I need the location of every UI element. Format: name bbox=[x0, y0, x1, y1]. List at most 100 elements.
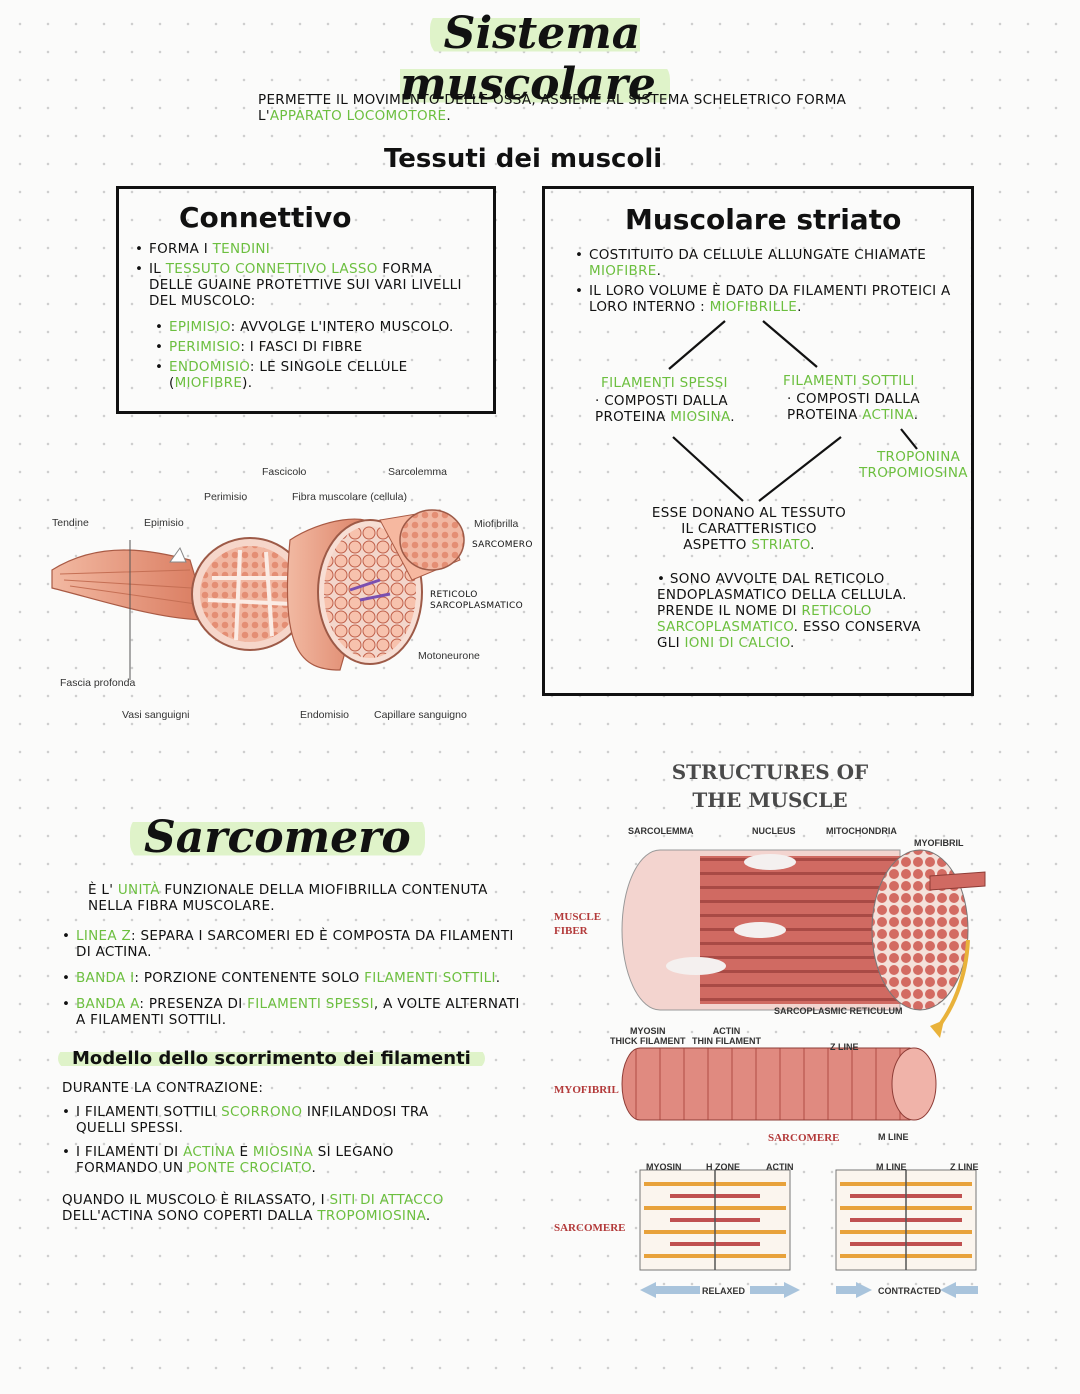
tropomiosina: TROPOMIOSINA bbox=[859, 465, 968, 481]
text: . bbox=[797, 299, 802, 315]
calcio-hl: IONI DI CALCIO bbox=[684, 635, 790, 651]
connettivo-item: FORMA I TENDINI bbox=[135, 241, 475, 257]
label-contracted: CONTRACTED bbox=[878, 1286, 941, 1296]
tropomiosina-hl: TROPOMIOSINA bbox=[317, 1208, 426, 1224]
label-muscle: MUSCLE bbox=[554, 911, 602, 923]
text: . bbox=[810, 537, 815, 553]
text: ACTIN bbox=[712, 1026, 741, 1036]
perimisio-hl: PERIMISIO bbox=[169, 339, 241, 355]
reticolo-hl: RETICOLO SARCOPLASMATICO bbox=[657, 603, 872, 635]
text: . bbox=[790, 635, 795, 651]
label-reticolo-hand: RETICOLO SARCOPLASMATICO bbox=[430, 590, 523, 611]
striato-list: COSTITUITO DA CELLULE ALLUNGATE CHIAMATE… bbox=[575, 247, 955, 319]
sarcomero-item: LINEA Z: SEPARA I SARCOMERI ED È COMPOST… bbox=[62, 928, 524, 960]
label-myosin: MYOSIN bbox=[646, 1162, 682, 1172]
connettivo-item: IL TESSUTO CONNETTIVO LASSO FORMA DELLE … bbox=[135, 261, 475, 309]
label-sarcomere-side: SARCOMERE bbox=[554, 1222, 626, 1234]
label-myofibril-side: MYOFIBRIL bbox=[554, 1084, 619, 1096]
text: ). bbox=[242, 375, 253, 391]
text: ESSE DONANO AL TESSUTO IL CARATTERISTICO… bbox=[651, 505, 847, 553]
tessuti-heading: Tessuti dei muscoli bbox=[384, 144, 663, 174]
banda-i-hl: BANDA I bbox=[76, 970, 135, 986]
label-mitochondria: MITOCHONDRIA bbox=[826, 826, 897, 836]
label-epimisio: Epimisio bbox=[144, 517, 184, 529]
siti-hl: SITI DI ATTACCO bbox=[329, 1192, 444, 1208]
label-perimisio: Perimisio bbox=[204, 491, 248, 503]
durante-text: DURANTE LA CONTRAZIONE: bbox=[62, 1080, 264, 1096]
miofibre-hl: MIOFIBRE bbox=[174, 375, 243, 391]
actina-hl: ACTINA bbox=[183, 1144, 235, 1160]
text: : PRESENZA DI bbox=[139, 996, 248, 1012]
text: . bbox=[656, 263, 662, 279]
label-endomisio: Endomisio bbox=[300, 709, 350, 721]
banda-a-hl: BANDA A bbox=[76, 996, 140, 1012]
text: . bbox=[495, 970, 501, 986]
sarcomero-list: LINEA Z: SEPARA I SARCOMERI ED È COMPOST… bbox=[62, 928, 524, 1032]
label-actin-thin: ACTIN THIN FILAMENT bbox=[692, 1026, 761, 1046]
structures-title: STRUCTURES OF THE MUSCLE bbox=[650, 758, 890, 814]
text: È L' bbox=[88, 882, 118, 898]
connettivo-box: Connettivo FORMA I TENDINI IL TESSUTO CO… bbox=[116, 186, 496, 414]
text: . ESSO CONSERVA GLI bbox=[657, 619, 921, 651]
sarcomero-title-wrap: Sarcomero bbox=[130, 812, 425, 863]
text: COMPOSTI DALLA PROTEINA bbox=[595, 393, 728, 425]
text: . bbox=[730, 409, 735, 425]
label-myofibril-top: MYOFIBRIL bbox=[914, 838, 964, 848]
miofibrille-hl: MIOFIBRILLE bbox=[709, 299, 798, 315]
text: . bbox=[913, 407, 919, 423]
modello-item: I FILAMENTI SOTTILI SCORRONO INFILANDOSI… bbox=[62, 1104, 462, 1136]
text: THICK FILAMENT bbox=[610, 1036, 686, 1046]
text: THIN FILAMENT bbox=[692, 1036, 761, 1046]
intro-highlight: APPARATO LOCOMOTORE bbox=[269, 108, 447, 124]
striato-hl: STRIATO bbox=[751, 537, 811, 553]
sarcomero-item: BANDA I: PORZIONE CONTENENTE SOLO FILAME… bbox=[62, 970, 524, 986]
sono-text: • SONO AVVOLTE DAL RETICOLO ENDOPLASMATI… bbox=[657, 571, 921, 651]
page-title-wrap: Sistema muscolare bbox=[325, 8, 745, 110]
label-sarcomero-hand: SARCOMERO bbox=[472, 540, 533, 550]
text: I FILAMENTI DI bbox=[76, 1144, 184, 1160]
intro-text: PERMETTE IL MOVIMENTO DELLE OSSA, ASSIEM… bbox=[258, 92, 858, 124]
intro-pre: PERMETTE IL MOVIMENTO DELLE OSSA, ASSIEM… bbox=[258, 92, 847, 124]
text: SONO AVVOLTE DAL RETICOLO ENDOPLASMATICO… bbox=[657, 571, 907, 619]
striato-item: COSTITUITO DA CELLULE ALLUNGATE CHIAMATE… bbox=[575, 247, 955, 279]
label-zline: Z LINE bbox=[830, 1042, 859, 1052]
sottili-hl: FILAMENTI SOTTILI bbox=[364, 970, 496, 986]
text: FORMA I bbox=[149, 241, 213, 257]
text: IL LORO VOLUME È DATO DA FILAMENTI PROTE… bbox=[589, 283, 951, 315]
sub-item: ENDOMISIO: LE SINGOLE CELLULE (MIOFIBRE)… bbox=[155, 359, 485, 391]
label-mline: M LINE bbox=[878, 1132, 909, 1142]
text: : AVVOLGE L'INTERO MUSCOLO. bbox=[230, 319, 454, 335]
linea-z-hl: LINEA Z bbox=[76, 928, 132, 944]
sarcomero-item: BANDA A: PRESENZA DI FILAMENTI SPESSI, A… bbox=[62, 996, 524, 1028]
striato-item: IL LORO VOLUME È DATO DA FILAMENTI PROTE… bbox=[575, 283, 955, 315]
esse-text: ESSE DONANO AL TESSUTO IL CARATTERISTICO… bbox=[649, 505, 849, 553]
modello-title-wrap: Modello dello scorrimento dei filamenti bbox=[58, 1048, 485, 1069]
label-hzone: H ZONE bbox=[706, 1162, 741, 1172]
quando-text: QUANDO IL MUSCOLO È RILASSATO, I SITI DI… bbox=[62, 1192, 462, 1224]
troponina: TROPONINA bbox=[877, 449, 961, 465]
sub-item: PERIMISIO: I FASCI DI FIBRE bbox=[155, 339, 485, 355]
text: COMPOSTI DALLA PROTEINA bbox=[787, 391, 920, 423]
label-sarcolemma-en: SARCOLEMMA bbox=[628, 826, 694, 836]
ponte-hl: PONTE CROCIATO bbox=[187, 1160, 312, 1176]
label-fibra: Fibra muscolare (cellula) bbox=[292, 491, 407, 503]
label-fascia: Fascia profonda bbox=[60, 677, 136, 689]
spessi-desc: · COMPOSTI DALLA PROTEINA MIOSINA. bbox=[595, 393, 735, 425]
structures-title-line1: STRUCTURES OF bbox=[671, 760, 869, 784]
text: QUANDO IL MUSCOLO È RILASSATO, I bbox=[62, 1192, 330, 1208]
sottili-desc: · COMPOSTI DALLA PROTEINA ACTINA. bbox=[787, 391, 920, 423]
text: . bbox=[425, 1208, 431, 1224]
miofibre-hl: MIOFIBRE bbox=[589, 263, 657, 279]
label-zline2: Z LINE bbox=[950, 1162, 979, 1172]
label-sarcolemma: Sarcolemma bbox=[388, 466, 447, 478]
label-actin: ACTIN bbox=[766, 1162, 794, 1172]
endomisio-hl: ENDOMISIO bbox=[169, 359, 250, 375]
miosina-hl: MIOSINA bbox=[252, 1144, 314, 1160]
text: . bbox=[311, 1160, 317, 1176]
modello-list: I FILAMENTI SOTTILI SCORRONO INFILANDOSI… bbox=[62, 1104, 462, 1180]
label-fascicolo: Fascicolo bbox=[262, 466, 307, 478]
text: : SEPARA I SARCOMERI ED È COMPOSTA DA FI… bbox=[76, 928, 514, 960]
striato-title: Muscolare striato bbox=[625, 203, 902, 236]
striato-box: Muscolare striato COSTITUITO DA CELLULE … bbox=[542, 186, 974, 696]
text: E bbox=[234, 1144, 253, 1160]
